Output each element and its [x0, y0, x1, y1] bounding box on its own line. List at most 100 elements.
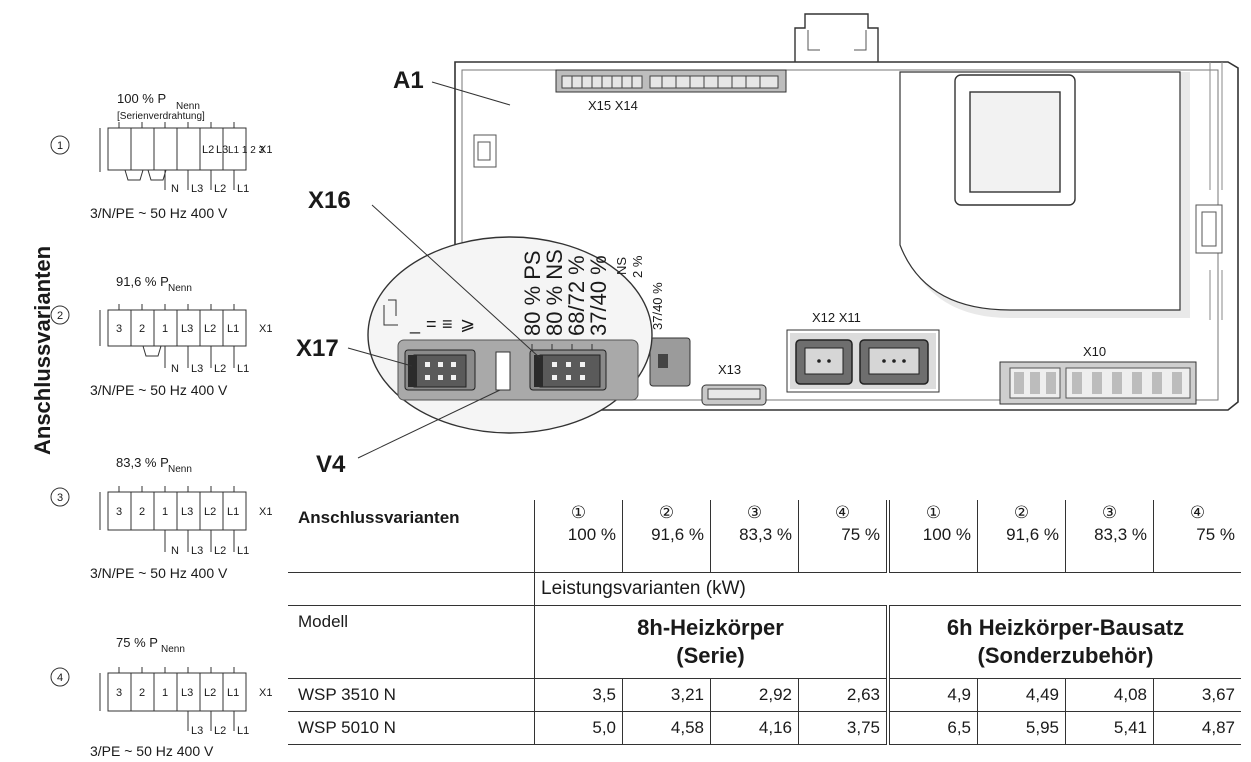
- jumper-label-2: 80 % NS: [542, 249, 567, 336]
- svg-text:3: 3: [116, 506, 122, 518]
- variant-title-sub: Nenn: [176, 101, 200, 112]
- svg-text:1: 1: [162, 687, 168, 699]
- svg-text:Nenn: Nenn: [168, 283, 192, 294]
- svg-text:L3: L3: [181, 506, 193, 518]
- svg-text:L2: L2: [214, 363, 226, 375]
- svg-text:L1: L1: [237, 725, 249, 737]
- x15-x14-label: X15 X14: [588, 98, 638, 113]
- svg-text:NS: NS: [614, 257, 629, 275]
- svg-text:3: 3: [116, 687, 122, 699]
- x10-label: X10: [1083, 344, 1106, 359]
- svg-text:L1 1 2 3: L1 1 2 3: [228, 145, 265, 156]
- terminal-id: X1: [259, 144, 272, 156]
- svg-text:L3: L3: [181, 323, 193, 335]
- svg-text:3/N/PE ~ 50 Hz 400 V: 3/N/PE ~ 50 Hz 400 V: [90, 382, 228, 398]
- svg-text:3/N/PE ~ 50 Hz 400 V: 3/N/PE ~ 50 Hz 400 V: [90, 565, 228, 581]
- x13-label: X13: [718, 362, 741, 377]
- svg-text:L3: L3: [216, 144, 228, 156]
- svg-text:L1: L1: [227, 506, 239, 518]
- group1-line2: (Serie): [676, 643, 745, 668]
- a1-label: A1: [393, 67, 424, 94]
- x16-label: X16: [308, 187, 351, 214]
- svg-text:N: N: [171, 545, 179, 557]
- svg-text:L3: L3: [191, 725, 203, 737]
- jumper-label-4: 37/40 %: [586, 255, 611, 336]
- group2-line2: (Sonderzubehör): [977, 643, 1154, 668]
- jumper-label-3: 68/72 %: [564, 255, 589, 336]
- group2-line1: 6h Heizkörper-Bausatz: [946, 615, 1185, 640]
- svg-text:3: 3: [57, 492, 63, 504]
- variant-2: 2 91,6 % P Nenn 3 2 1 L3 L2 L1 X1 N L3 L…: [50, 274, 272, 398]
- svg-text:L3: L3: [191, 363, 203, 375]
- supply-label: 3/N/PE ~ 50 Hz 400 V: [90, 205, 228, 221]
- svg-text:X1: X1: [259, 506, 272, 518]
- svg-text:⩾: ⩾: [460, 314, 475, 334]
- svg-text:X1: X1: [259, 323, 272, 335]
- svg-text:=: =: [426, 314, 437, 334]
- svg-text:3/PE ~ 50 Hz 400 V: 3/PE ~ 50 Hz 400 V: [90, 743, 214, 759]
- svg-text:L2: L2: [204, 506, 216, 518]
- svg-text:L1: L1: [237, 545, 249, 557]
- svg-text:L3: L3: [181, 687, 193, 699]
- power-variants-label: Leistungsvarianten (kW): [534, 572, 1241, 606]
- x17-label: X17: [296, 335, 339, 362]
- svg-text:3: 3: [116, 323, 122, 335]
- svg-text:L3: L3: [191, 545, 203, 557]
- svg-text:Nenn: Nenn: [161, 644, 185, 655]
- model-label: Modell: [288, 605, 535, 679]
- variant-4: 4 75 % P Nenn 3 2 1 L3 L2 L1 X1 L3 L2 L1…: [50, 635, 272, 759]
- svg-text:L2: L2: [214, 725, 226, 737]
- table-group-row: Modell 8h-Heizkörper (Serie) 6h Heizkörpe…: [288, 605, 1241, 679]
- svg-text:2 %: 2 %: [630, 255, 645, 278]
- svg-text:83,3 % P: 83,3 % P: [116, 455, 169, 470]
- svg-text:L1: L1: [237, 363, 249, 375]
- svg-text:≡: ≡: [442, 314, 453, 334]
- svg-text:1: 1: [162, 323, 168, 335]
- variant-1: 1 100 % P Nenn [Serienverdrahtung] L2 L3…: [50, 91, 272, 221]
- svg-text:L3: L3: [191, 183, 203, 195]
- variant-note: [Serienverdrahtung]: [117, 111, 205, 122]
- table-row: WSP 5010 N 5,0 4,58 4,16 3,75 6,5 5,95 5…: [288, 711, 1241, 745]
- group1-line1: 8h-Heizkörper: [637, 615, 784, 640]
- svg-text:L1: L1: [227, 323, 239, 335]
- svg-text:37/40 %: 37/40 %: [650, 282, 665, 330]
- svg-text:L1: L1: [237, 183, 249, 195]
- svg-text:N: N: [171, 183, 179, 195]
- svg-text:L2: L2: [214, 545, 226, 557]
- svg-text:L2: L2: [204, 323, 216, 335]
- side-label: Anschlussvarianten: [30, 246, 55, 455]
- v4-label: V4: [316, 451, 346, 478]
- variant-3: 3 83,3 % P Nenn 3 2 1 L3 L2 L1 X1 N L3 L…: [50, 455, 272, 581]
- svg-text:2: 2: [139, 323, 145, 335]
- svg-text:N: N: [171, 363, 179, 375]
- svg-text:75 % P: 75 % P: [116, 635, 158, 650]
- svg-text:X1: X1: [259, 687, 272, 699]
- svg-text:91,6 % P: 91,6 % P: [116, 274, 169, 289]
- svg-text:L2: L2: [204, 687, 216, 699]
- svg-text:L2: L2: [202, 144, 214, 156]
- table-row: WSP 3510 N 3,5 3,21 2,92 2,63 4,9 4,49 4…: [288, 678, 1241, 712]
- svg-text:L2: L2: [214, 183, 226, 195]
- table-header-label: Anschlussvarianten: [298, 508, 460, 527]
- variant-title: 100 % P: [117, 91, 166, 106]
- svg-text:L1: L1: [227, 687, 239, 699]
- zoom-bubble: _ = ≡ ⩾ 80 % PS 80 % NS 68/72 % 37/40 % …: [367, 236, 665, 434]
- variant-number: 1: [57, 140, 63, 152]
- svg-text:2: 2: [57, 310, 63, 322]
- svg-text:2: 2: [139, 687, 145, 699]
- svg-text:_: _: [409, 314, 421, 335]
- x12-x11-label: X12 X11: [812, 310, 861, 325]
- svg-text:Nenn: Nenn: [168, 464, 192, 475]
- jumper-label-1: 80 % PS: [520, 250, 545, 336]
